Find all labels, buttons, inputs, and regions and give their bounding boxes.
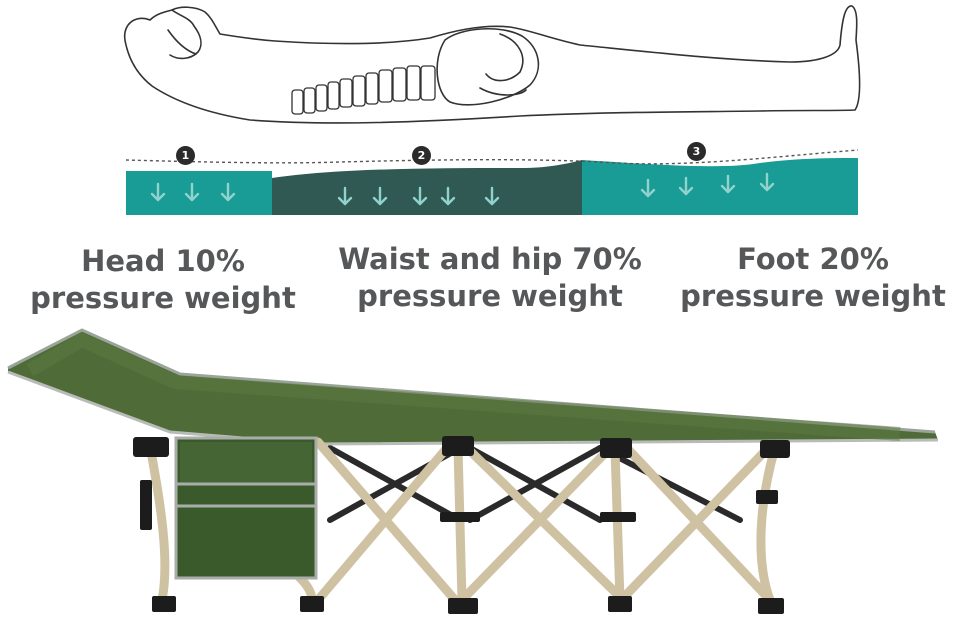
cot-fabric xyxy=(8,330,938,444)
pressure-zone-diagram xyxy=(125,149,859,215)
zone-label-head: Head 10% pressure weight xyxy=(18,243,308,317)
body-contour-line xyxy=(125,149,859,165)
zone-bar-waist xyxy=(272,160,582,215)
zone-title: Head 10% xyxy=(81,244,245,278)
zone-label-waist: Waist and hip 70% pressure weight xyxy=(325,241,655,315)
zone-marker-3: 3 xyxy=(687,142,706,161)
zone-subtitle: pressure weight xyxy=(680,279,946,313)
zone-title: Foot 20% xyxy=(737,242,889,276)
zone-title: Waist and hip 70% xyxy=(338,242,642,276)
zone-label-foot: Foot 20% pressure weight xyxy=(668,241,958,315)
zone-marker-2: 2 xyxy=(412,146,431,165)
zone-bar-head xyxy=(126,171,272,215)
zone-marker-1: 1 xyxy=(176,146,195,165)
zone-bar-foot xyxy=(582,158,858,215)
zone-subtitle: pressure weight xyxy=(30,281,296,315)
zone-subtitle: pressure weight xyxy=(357,279,623,313)
sleeping-body-illustration xyxy=(123,5,861,124)
side-storage-pocket xyxy=(174,436,318,580)
